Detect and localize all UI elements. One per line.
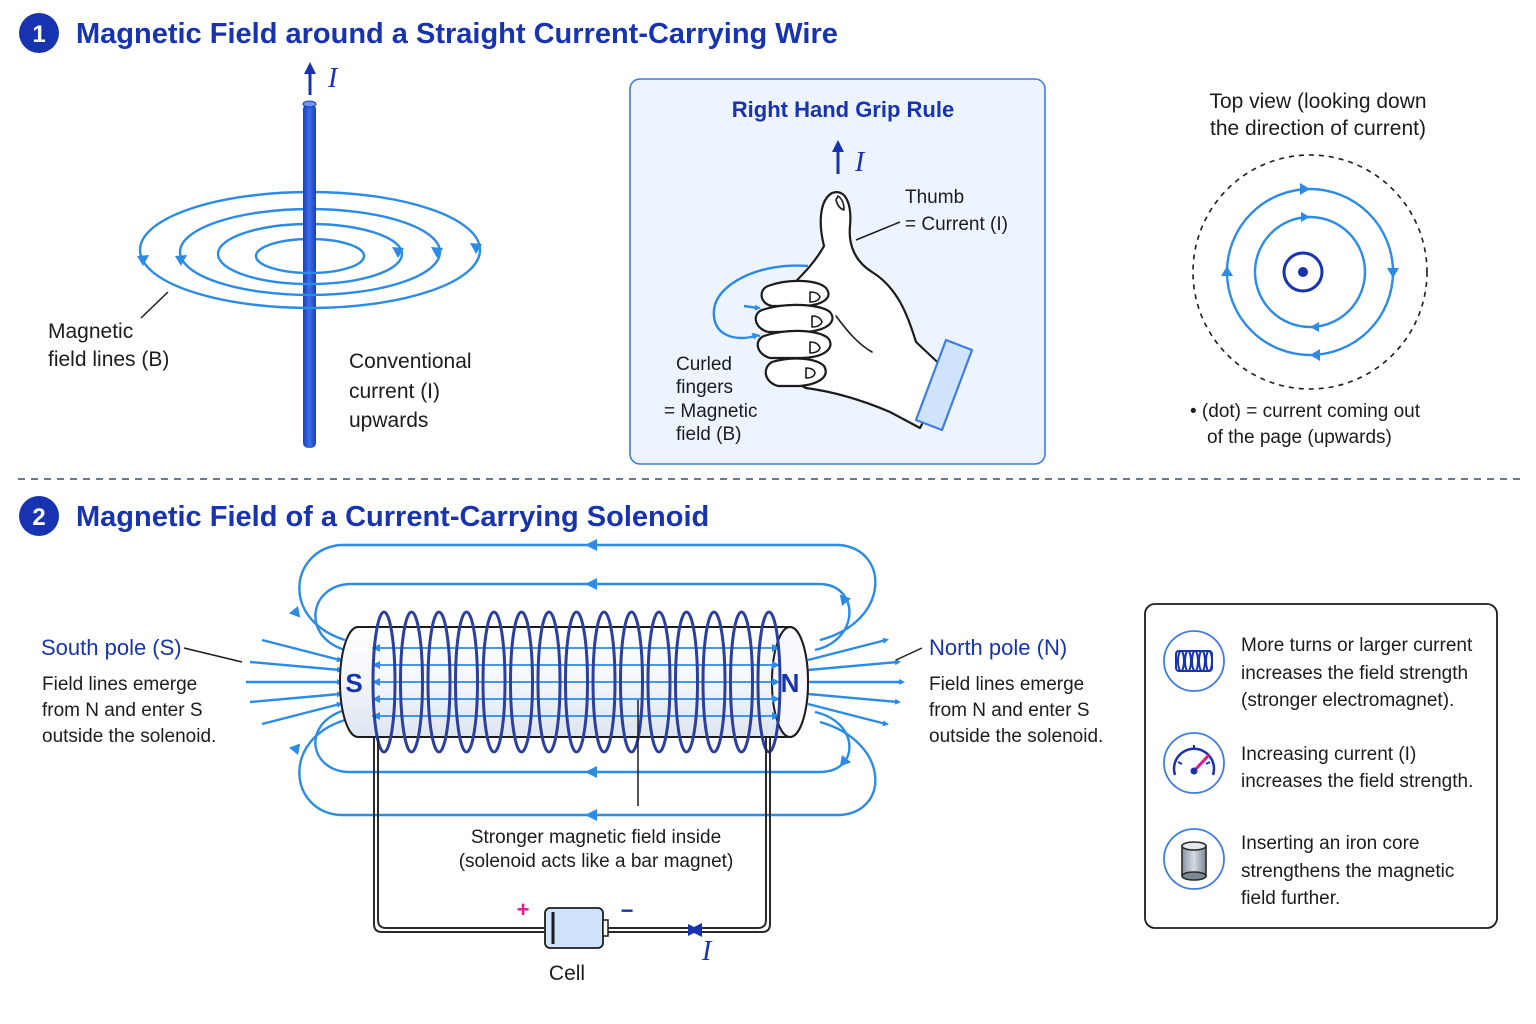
- wire-current-symbol: I: [327, 63, 339, 94]
- fact3-line1: Inserting an iron core: [1241, 833, 1420, 854]
- current-label-line2: current (I): [349, 380, 440, 403]
- fact2-line1: Increasing current (I): [1241, 744, 1416, 765]
- left-note-line1: Field lines emerge: [42, 674, 197, 695]
- facts-panel-box: [1144, 603, 1498, 929]
- north-letter: N: [781, 668, 800, 698]
- right-note-line2: from N and enter S: [929, 700, 1090, 721]
- gauge-icon: [1172, 745, 1216, 776]
- coil-turn: [674, 610, 699, 754]
- fact3-line3: field further.: [1241, 888, 1340, 909]
- south-pole-label: South pole (S): [41, 635, 182, 660]
- coil-turn: [371, 610, 397, 754]
- coil-turn: [454, 610, 479, 754]
- coil-turn: [646, 610, 672, 754]
- north-label-leader: [895, 647, 923, 661]
- section1-number: 1: [32, 21, 45, 48]
- fingers-line4: field (B): [676, 424, 741, 445]
- current-label-line1: Conventional: [349, 350, 472, 373]
- solenoid-inner-field-lines: [372, 644, 780, 720]
- section2-badge: [19, 496, 59, 536]
- left-note-line3: outside the solenoid.: [42, 726, 216, 747]
- hand-illustration: [754, 191, 974, 432]
- coil-turn: [481, 610, 507, 754]
- inside-line1: Stronger magnetic field inside: [471, 827, 721, 848]
- grip-rule-panel: Right Hand Grip Rule I: [629, 78, 1046, 465]
- top-view-title-line1: Top view (looking down: [1209, 90, 1426, 113]
- top-view-note-line2: of the page (upwards): [1207, 427, 1392, 448]
- coil-turn: [619, 610, 644, 754]
- section2-header: 2 Magnetic Field of a Current-Carrying S…: [19, 496, 709, 536]
- coil-turn: [426, 610, 452, 754]
- coil-turn: [701, 610, 727, 754]
- field-label-leader: [140, 291, 169, 319]
- section2-number: 2: [32, 504, 45, 531]
- coil-turn: [509, 610, 534, 754]
- fact1-line3: (stronger electromagnet).: [1241, 690, 1454, 711]
- current-out-dot: [1298, 267, 1308, 277]
- cell-plus: +: [517, 897, 530, 922]
- inside-line2: (solenoid acts like a bar magnet): [459, 851, 734, 872]
- south-fan-lines: [246, 638, 343, 726]
- field-label-line2: field lines (B): [48, 348, 169, 371]
- thumb-leader: [855, 221, 901, 241]
- circuit-current-symbol: I: [701, 936, 713, 967]
- fingers-line2: fingers: [676, 377, 733, 398]
- fingers-line1: Curled: [676, 354, 732, 375]
- circuit-wire-right: [603, 738, 767, 929]
- grip-rule-title: Right Hand Grip Rule: [732, 97, 954, 122]
- coil-turn: [536, 610, 562, 754]
- fact-item-current: Increasing current (I) increases the fie…: [1163, 732, 1473, 794]
- facts-panel: More turns or larger current increases t…: [1144, 603, 1498, 929]
- coil-turn: [564, 610, 589, 754]
- left-note-line2: from N and enter S: [42, 700, 203, 721]
- field-label-line1: Magnetic: [48, 320, 133, 343]
- circuit-wire-left: [377, 738, 544, 929]
- coil-turn: [399, 610, 424, 754]
- grip-field-curl: [712, 264, 809, 340]
- grip-current-symbol: I: [854, 147, 866, 178]
- section2-title: Magnetic Field of a Current-Carrying Sol…: [76, 501, 709, 533]
- solenoid-outer-field-lines: [288, 539, 877, 821]
- top-view-boundary: [1192, 154, 1428, 390]
- cell-battery: [544, 907, 609, 949]
- section1-title: Magnetic Field around a Straight Current…: [76, 18, 838, 50]
- coil-turn: [729, 610, 754, 754]
- fact1-line1: More turns or larger current: [1241, 635, 1473, 656]
- fact1-line2: increases the field strength: [1241, 663, 1468, 684]
- top-view-title-line2: the direction of current): [1210, 117, 1426, 140]
- fact3-line2: strengthens the magnetic: [1241, 861, 1454, 882]
- south-label-leader: [183, 647, 243, 663]
- thumb-line1: Thumb: [905, 187, 964, 208]
- right-note-line1: Field lines emerge: [929, 674, 1084, 695]
- fact2-line2: increases the field strength.: [1241, 771, 1473, 792]
- fingers-line3: = Magnetic: [664, 401, 757, 422]
- straight-wire-diagram: I Magnetic field lines (B) Conventional …: [48, 62, 482, 448]
- top-view-diagram: Top view (looking down the direction of …: [1190, 90, 1428, 448]
- right-note-line3: outside the solenoid.: [929, 726, 1103, 747]
- north-pole-label: North pole (N): [929, 635, 1067, 660]
- fact-item-iron-core: Inserting an iron core strengthens the m…: [1163, 828, 1454, 909]
- iron-core-icon: [1181, 841, 1207, 881]
- north-fan-lines: [807, 637, 905, 727]
- coil-turn: [591, 610, 617, 754]
- current-label-line3: upwards: [349, 409, 428, 432]
- field-lines-front: [137, 243, 482, 310]
- top-view-note-line1: • (dot) = current coming out: [1190, 401, 1421, 422]
- section1-header: 1 Magnetic Field around a Straight Curre…: [19, 13, 838, 53]
- solenoid-diagram: S N I + − Cell Stronger magnetic field i…: [41, 539, 1103, 985]
- south-letter: S: [345, 668, 362, 698]
- cell-minus: −: [621, 898, 634, 923]
- coil-icon: [1175, 650, 1213, 672]
- straight-wire: [303, 104, 316, 448]
- fact-item-turns: More turns or larger current increases t…: [1163, 630, 1473, 711]
- cell-label: Cell: [549, 962, 585, 985]
- section1-badge: [19, 13, 59, 53]
- thumb-line2: = Current (I): [905, 214, 1008, 235]
